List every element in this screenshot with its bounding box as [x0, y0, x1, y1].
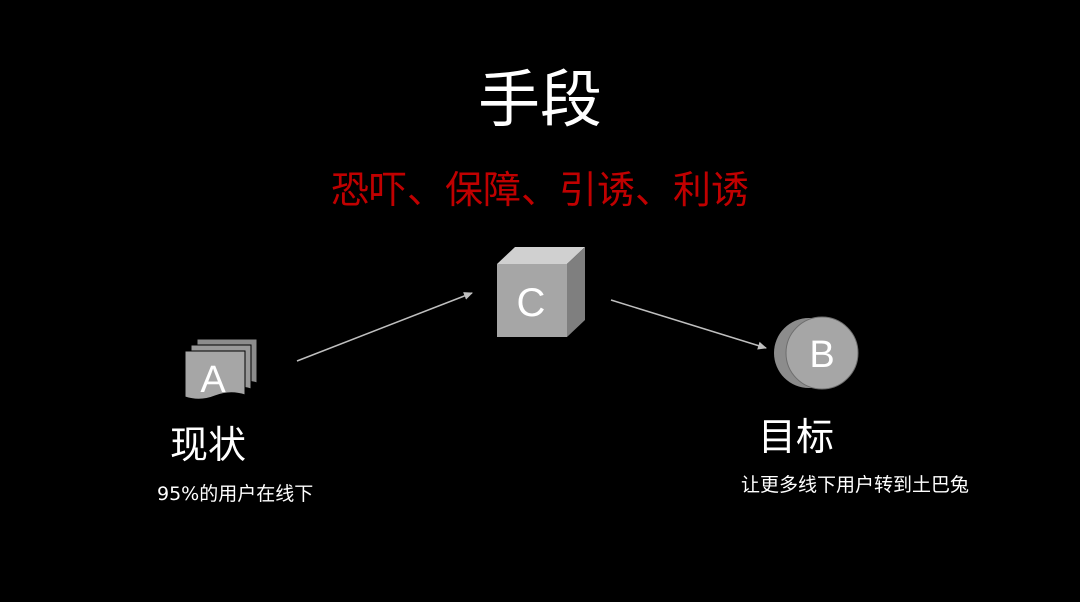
node-b-desc: 让更多线下用户转到土巴兔 — [741, 474, 970, 496]
node-b-letter: B — [809, 334, 834, 376]
node-b-label: 目标 — [758, 415, 835, 459]
document-stack-icon — [184, 338, 258, 400]
node-a-desc: 95%的用户在线下 — [157, 483, 314, 505]
slide-title: 手段 — [477, 63, 602, 136]
arrow-a-to-c — [296, 292, 473, 362]
node-a-letter: A — [200, 359, 226, 401]
arrow-c-to-b — [610, 299, 767, 350]
coin-icon — [774, 316, 859, 390]
node-a-label: 现状 — [170, 423, 247, 467]
node-c-letter: C — [517, 281, 546, 325]
cube-icon — [497, 247, 585, 337]
slide-subtitle: 恐吓、保障、引诱、利诱 — [330, 168, 749, 212]
